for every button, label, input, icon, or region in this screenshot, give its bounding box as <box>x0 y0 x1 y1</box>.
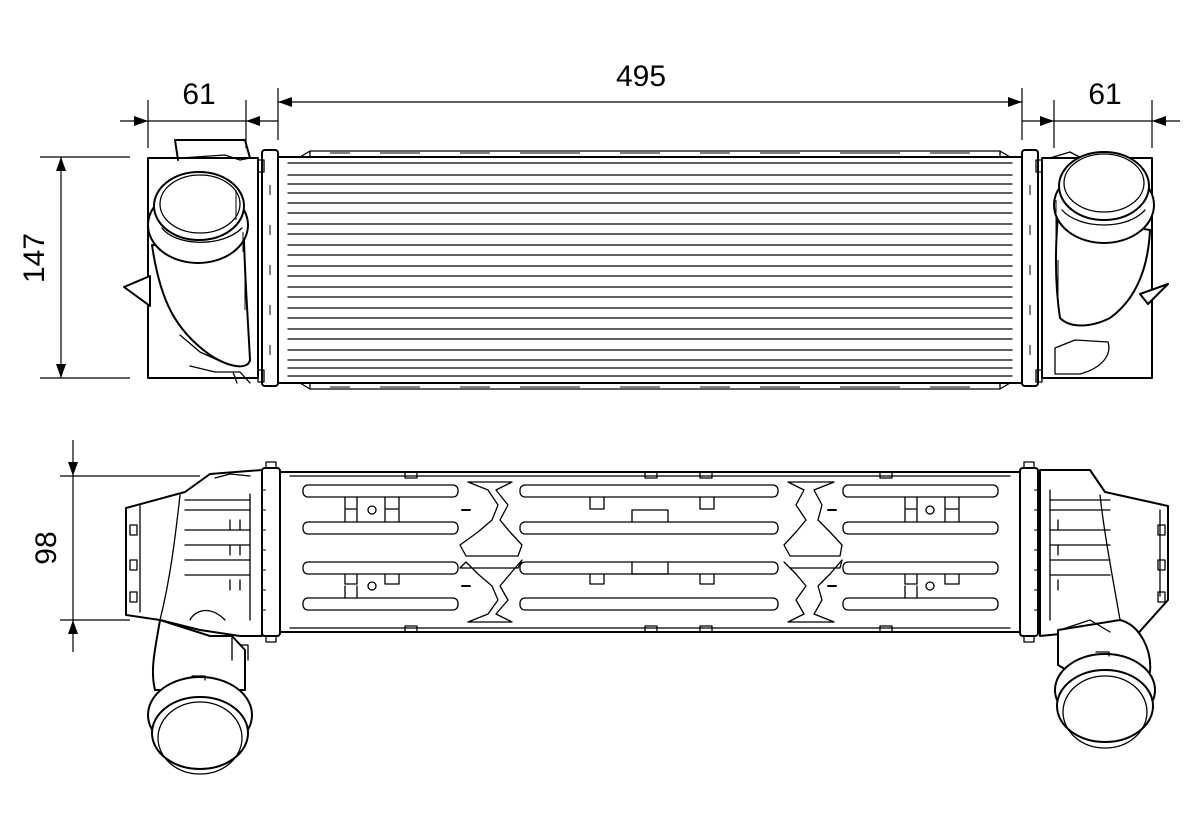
core-tubes <box>287 162 1013 377</box>
dimension-label-98: 98 <box>30 531 63 564</box>
core-slots <box>302 484 999 611</box>
dimension-147: 147 <box>18 156 130 379</box>
front-view <box>123 139 1169 390</box>
rail-ticks <box>330 152 970 388</box>
core-top-rail <box>299 150 1011 158</box>
dimension-495: 495 <box>278 60 1022 107</box>
dimension-label-495: 495 <box>616 60 666 93</box>
slot-clips <box>344 471 960 633</box>
plan-left-end-cap <box>261 467 281 637</box>
dimension-98: 98 <box>30 440 200 652</box>
dimension-61-right: 61 <box>1022 78 1180 126</box>
dimension-61-left: 61 <box>120 78 278 126</box>
dimension-label-147: 147 <box>18 233 51 283</box>
dimension-annotations: 61 495 61 147 <box>18 60 1180 652</box>
plan-left-inlet <box>125 469 263 775</box>
right-outlet-pipe <box>1041 151 1169 379</box>
core-bottom-rail <box>299 382 1011 390</box>
dimension-label-61-left: 61 <box>182 78 215 111</box>
dimension-label-61-right: 61 <box>1088 78 1121 111</box>
core-body <box>275 156 1025 384</box>
plan-right-outlet <box>1039 469 1169 749</box>
core-dividers <box>459 481 843 623</box>
left-inlet-pipe <box>123 139 259 384</box>
plan-right-end-cap <box>1019 467 1039 637</box>
plan-view <box>125 461 1169 775</box>
